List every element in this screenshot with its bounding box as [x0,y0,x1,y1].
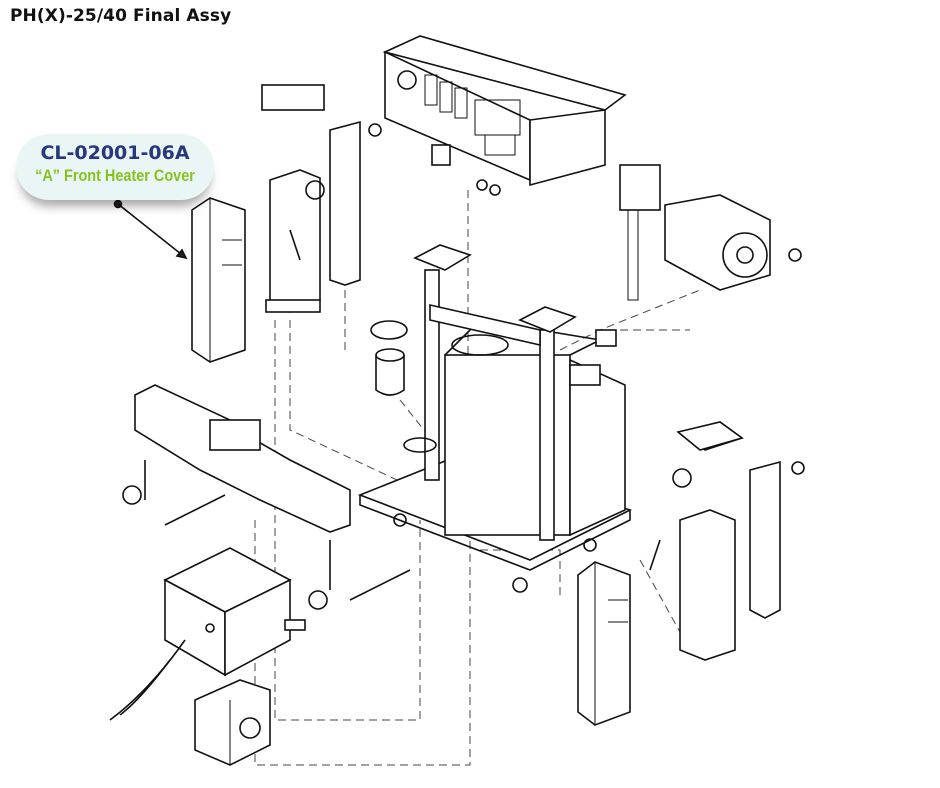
b-heater-assembly [649,421,805,661]
diagram-title: PH(X)-25/40 Final Assy [10,6,232,26]
misc-hardware [431,144,744,451]
pump-motor [619,164,802,301]
electrical-box [109,547,306,721]
a-front-heater-cover [191,197,246,363]
a-heater-assembly [261,84,382,313]
b-front-heater-cover [577,561,631,726]
filter-canister [370,320,437,453]
transformer [194,679,271,766]
control-box [382,35,627,187]
callout-part-number: CL-02001-06A [40,142,190,164]
proportioner-manifold [122,384,411,610]
frame-and-tank [357,244,633,593]
part-callout[interactable]: CL-02001-06A “A” Front Heater Cover [16,134,214,200]
callout-leader-line [113,199,188,260]
callout-part-description: “A” Front Heater Cover [35,166,195,185]
